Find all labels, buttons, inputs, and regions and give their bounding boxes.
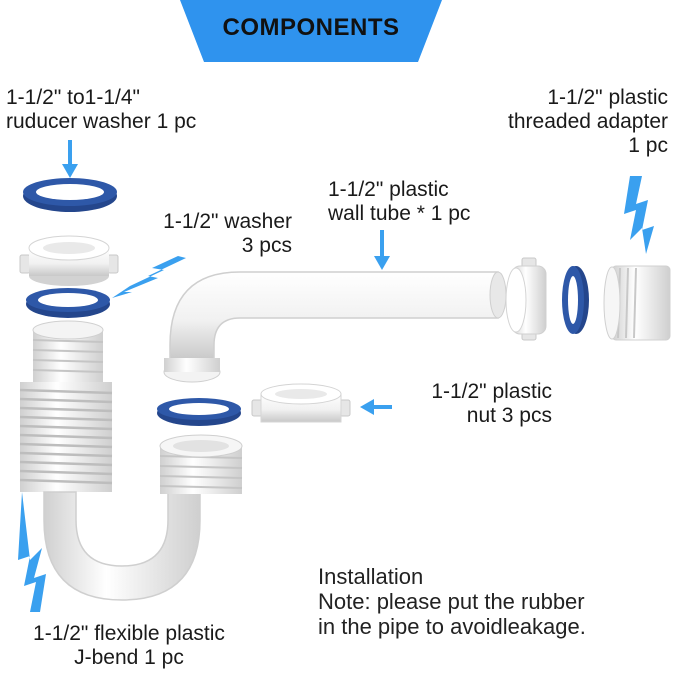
reducer-washer-label: 1-1/2" to1-1/4" ruducer washer 1 pc xyxy=(6,86,196,134)
washer-left xyxy=(26,288,110,318)
washer-right xyxy=(562,266,589,334)
wall-tube-label-line2: wall tube * 1 pc xyxy=(328,202,471,225)
components-banner: COMPONENTS xyxy=(180,0,442,62)
washer-center xyxy=(157,398,241,426)
lightning-arrows xyxy=(18,176,654,612)
plastic-nut-left xyxy=(19,235,119,286)
washer-label: 1-1/2" washer 3 pcs xyxy=(120,210,292,258)
wall-tube-label: 1-1/2" plastic wall tube * 1 pc xyxy=(328,178,470,226)
plastic-nut-center xyxy=(251,383,351,423)
installation-note-heading: Installation xyxy=(318,564,424,589)
arrows xyxy=(62,140,392,415)
flexible-j-bend xyxy=(19,320,243,601)
j-bend-label-line2: J-bend 1 pc xyxy=(74,646,184,669)
washer-label-line2: 3 pcs xyxy=(241,234,292,257)
installation-note-line2: in the pipe to avoidleakage. xyxy=(318,614,586,639)
banner-shape xyxy=(180,0,442,62)
wall-tube-label-line1: 1-1/2" plastic xyxy=(328,178,449,201)
nut-label-line2: nut 3 pcs xyxy=(466,404,552,427)
threaded-adapter-label: 1-1/2" plastic threaded adapter 1 pc xyxy=(460,86,668,158)
j-bend-label: 1-1/2" flexible plastic J-bend 1 pc xyxy=(6,622,252,670)
installation-note-line1: Note: please put the rubber xyxy=(318,589,585,614)
j-bend-label-line1: 1-1/2" flexible plastic xyxy=(33,622,225,645)
plastic-nut-right xyxy=(505,257,547,341)
reducer-washer-label-line2: ruducer washer 1 pc xyxy=(6,110,197,133)
threaded-adapter-label-line1: 1-1/2" plastic xyxy=(547,86,668,109)
threaded-adapter xyxy=(603,265,671,341)
threaded-adapter-label-line3: 1 pc xyxy=(628,134,668,157)
threaded-adapter-label-line2: threaded adapter xyxy=(508,110,668,133)
installation-note: Installation Note: please put the rubber… xyxy=(318,564,586,639)
nut-label-line1: 1-1/2" plastic xyxy=(431,380,552,403)
reducer-washer xyxy=(23,178,117,212)
nut-label: 1-1/2" plastic nut 3 pcs xyxy=(396,380,552,428)
wall-tube xyxy=(163,271,507,383)
washer-label-line1: 1-1/2" washer xyxy=(163,210,292,233)
banner-title: COMPONENTS xyxy=(222,14,400,41)
reducer-washer-label-line1: 1-1/2" to1-1/4" xyxy=(6,86,140,109)
